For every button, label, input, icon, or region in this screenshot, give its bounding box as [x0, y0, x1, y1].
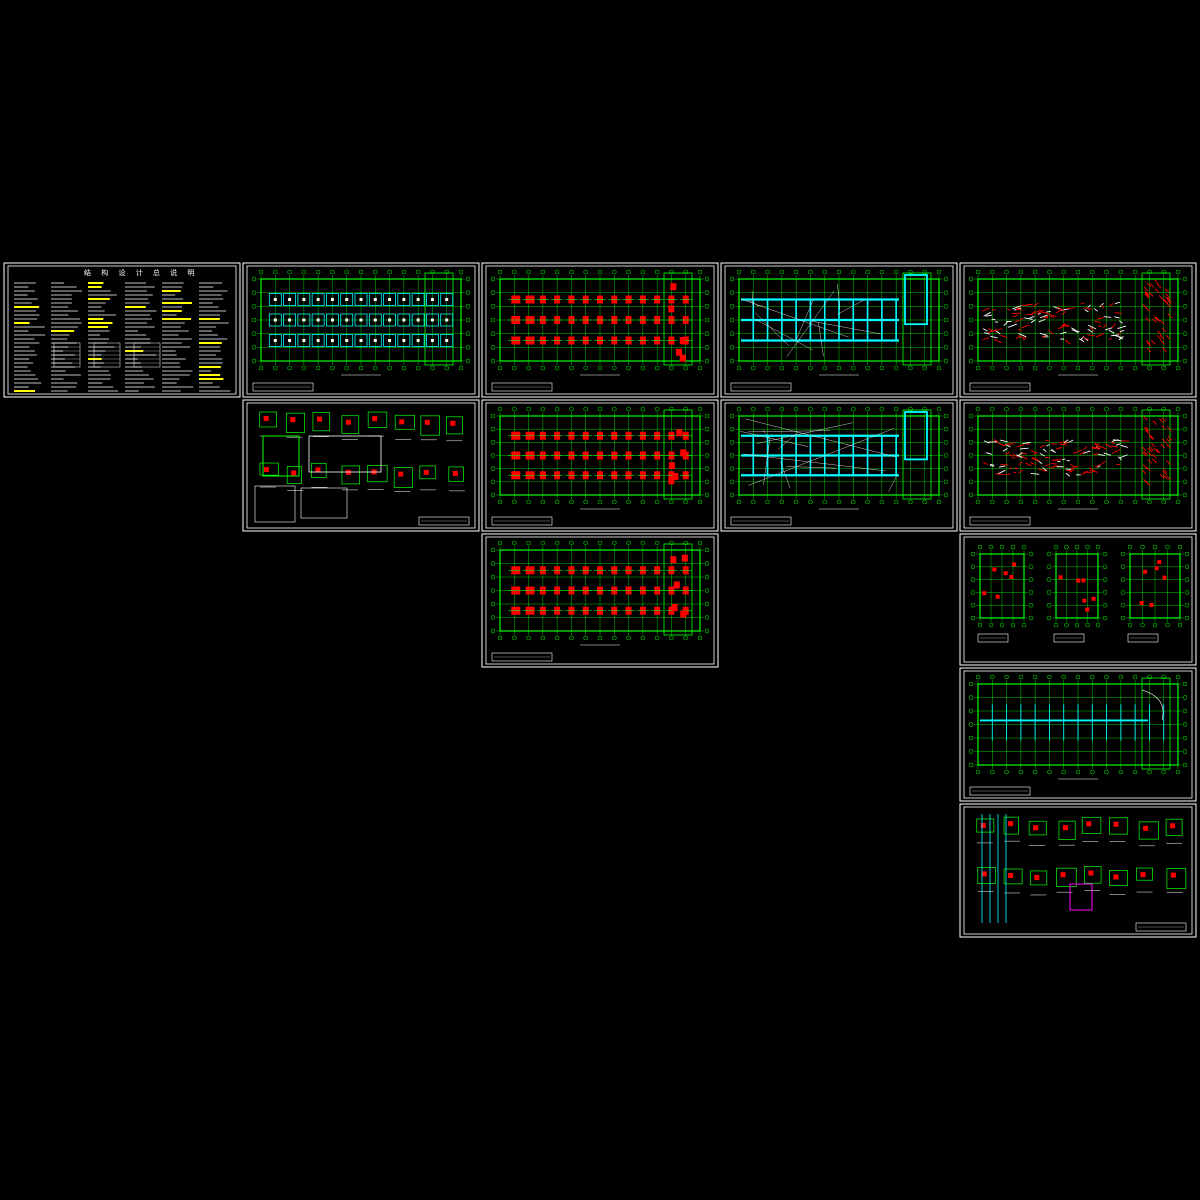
sheet-slab-reinforcement-plan[interactable] — [959, 399, 1197, 532]
sheet-column-layout-plan[interactable] — [481, 262, 719, 398]
sheet-partial-plans[interactable] — [959, 533, 1197, 666]
sheet-foundation-details[interactable] — [242, 399, 480, 532]
sheet-beam-layout-plan[interactable] — [720, 262, 958, 398]
sheet-beam-layout-plan[interactable] — [720, 399, 958, 532]
sheet-foundation-plan[interactable] — [242, 262, 480, 398]
sheet-column-layout-plan[interactable] — [481, 399, 719, 532]
sheet-column-layout-plan[interactable] — [481, 533, 719, 668]
sheet-node-details[interactable] — [959, 803, 1197, 938]
sheet-general-notes[interactable]: 结 构 设 计 总 说 明 — [3, 262, 241, 398]
sheet-roof-beam-plan[interactable] — [959, 667, 1197, 802]
sheet-slab-reinforcement-plan[interactable] — [959, 262, 1197, 398]
notes-title: 结 构 设 计 总 说 明 — [84, 268, 198, 277]
